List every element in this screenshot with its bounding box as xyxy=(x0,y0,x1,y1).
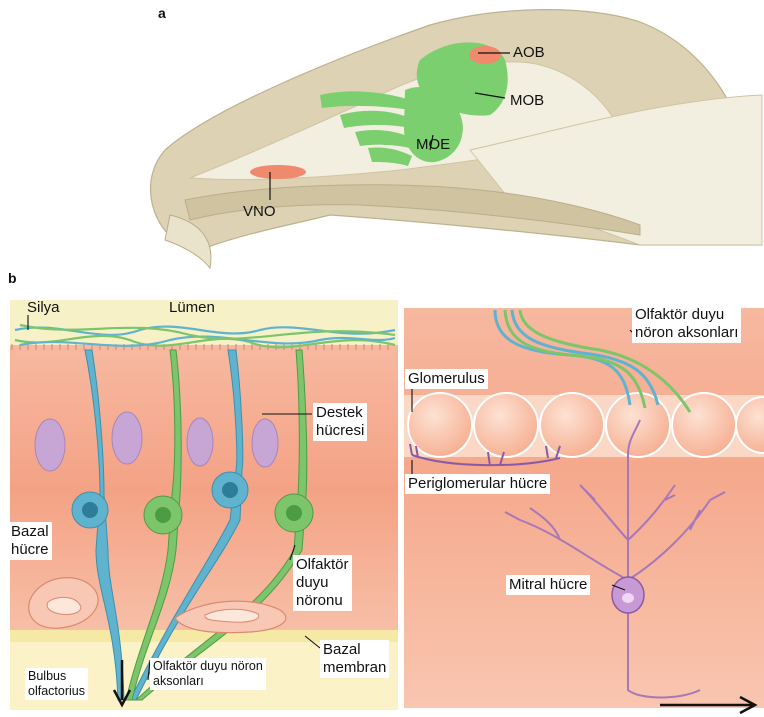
label-bulb-axons: Olfaktör duyu nöron aksonları xyxy=(632,305,741,343)
panel-label-b: b xyxy=(8,270,17,286)
glomeruli xyxy=(408,393,764,457)
label-olfaktor-noronu: Olfaktör duyu nöronu xyxy=(293,555,352,611)
label-periglomerular: Periglomerular hücre xyxy=(405,474,550,494)
label-bazal-line1: Bazal xyxy=(11,523,49,541)
label-moe: MOE xyxy=(413,135,453,155)
label-axon-line1: Olfaktör duyu nöron xyxy=(153,659,263,674)
label-bazal-membran: Bazal membran xyxy=(320,640,389,678)
skull-diagram xyxy=(151,10,762,268)
panel-label-a: a xyxy=(158,5,166,21)
label-axon-line2: aksonları xyxy=(153,674,263,689)
label-bulbus-line1: Bulbus xyxy=(28,669,85,684)
label-neuron-line2: duyu xyxy=(296,574,349,592)
label-lumen: Lümen xyxy=(166,298,218,318)
label-neuron-line3: nöronu xyxy=(296,592,349,610)
label-mob: MOB xyxy=(507,91,547,111)
label-silya: Silya xyxy=(24,298,63,318)
label-destek-line1: Destek xyxy=(316,404,364,422)
aob-bulb xyxy=(469,46,501,64)
label-bulbus-line2: olfactorius xyxy=(28,684,85,699)
mitral-cell-nucleus xyxy=(622,593,634,603)
label-bazal-hucre: Bazal hücre xyxy=(8,522,52,560)
label-bulb-axons-line2: nöron aksonları xyxy=(635,324,738,342)
label-vno: VNO xyxy=(240,202,279,222)
label-bulbus: Bulbus olfactorius xyxy=(25,668,88,700)
label-glomerulus: Glomerulus xyxy=(405,369,488,389)
label-neuron-line1: Olfaktör xyxy=(296,556,349,574)
label-axon: Olfaktör duyu nöron aksonları xyxy=(150,658,266,690)
label-destek-line2: hücresi xyxy=(316,422,364,440)
vno-organ xyxy=(250,165,306,179)
label-membran-line2: membran xyxy=(323,659,386,677)
label-bazal-line2: hücre xyxy=(11,541,49,559)
label-mitral: Mitral hücre xyxy=(506,575,590,595)
label-membran-line1: Bazal xyxy=(323,641,386,659)
label-bulb-axons-line1: Olfaktör duyu xyxy=(635,306,738,324)
label-aob: AOB xyxy=(510,43,548,63)
bulb-tissue xyxy=(404,308,764,708)
label-destek: Destek hücresi xyxy=(313,403,367,441)
